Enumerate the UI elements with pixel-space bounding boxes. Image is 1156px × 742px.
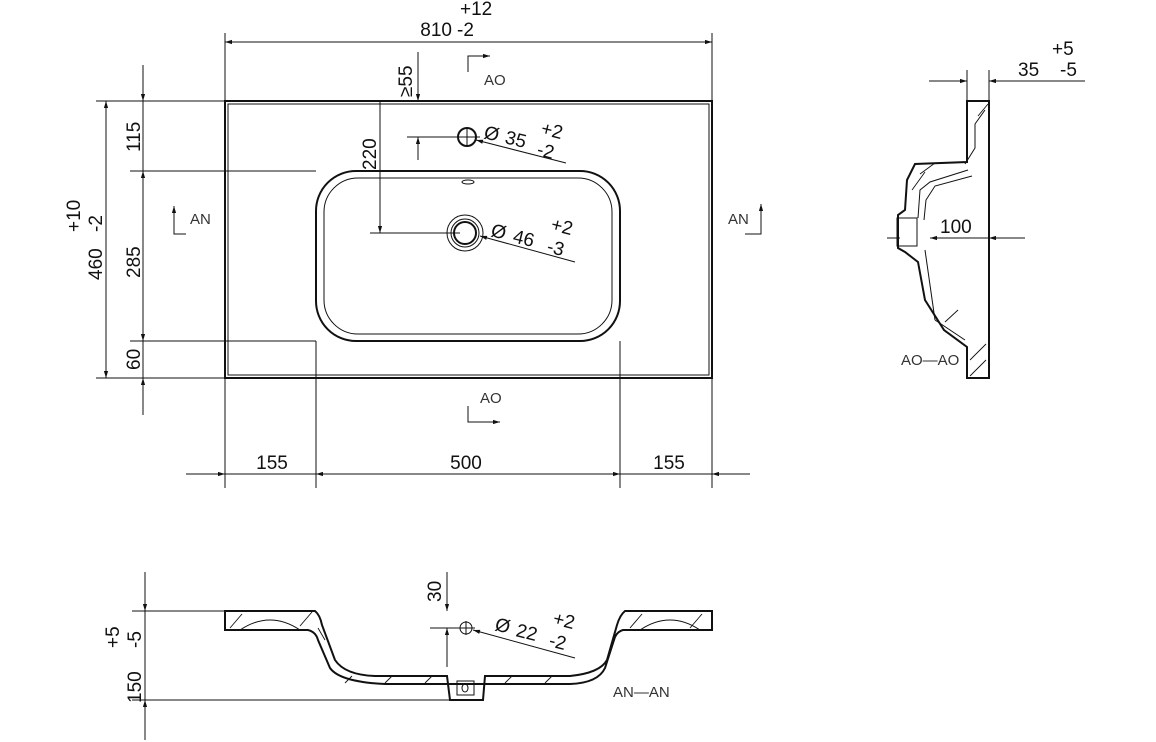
tap-dia-value: 35 <box>503 127 529 152</box>
width-tol-plus: +12 <box>460 0 492 20</box>
section-mark-ao-top: AO <box>467 53 506 89</box>
depth-seg-2: 285 <box>124 246 145 278</box>
width-tol-minus: -2 <box>457 20 474 41</box>
side-section: 35 -5 +5 100 AO—AO <box>887 39 1085 379</box>
drain-depth-value: 100 <box>940 217 972 238</box>
section-mark-an-right: AN <box>728 204 764 235</box>
section-label-an: AN—AN <box>613 684 670 701</box>
side-profile <box>897 100 990 379</box>
svg-text:AO: AO <box>480 390 502 407</box>
depth-seg-3: 60 <box>124 349 145 370</box>
overflow-dia-symbol: Ø <box>493 614 513 638</box>
section-mark-ao-bottom: AO <box>467 390 502 425</box>
section-label-ao: AO—AO <box>901 352 959 369</box>
front-profile <box>224 610 713 701</box>
rim-tol-plus: +5 <box>1052 39 1074 60</box>
basin-outline <box>224 100 713 379</box>
drain-dia-symbol: Ø <box>489 220 509 244</box>
rim-value: 35 <box>1018 60 1039 81</box>
width-seg-1: 155 <box>256 453 288 474</box>
svg-text:AN: AN <box>728 211 749 228</box>
overflow-slot <box>461 179 475 185</box>
depth-seg-1: 115 <box>124 122 145 152</box>
overflow-tol-plus: +2 <box>551 608 577 634</box>
tap-dia-symbol: Ø <box>482 122 502 146</box>
tap-to-drain: 220 <box>360 138 381 170</box>
rim-tol-minus: -5 <box>1060 60 1077 81</box>
tap-tol-minus: -2 <box>535 139 556 163</box>
front-section: 150 -5 +5 30 Ø 22 +2 -2 AN—AN <box>103 572 713 740</box>
tap-tol-plus: +2 <box>539 118 565 144</box>
drain-dia-value: 46 <box>511 226 537 251</box>
depth-value: 460 <box>86 248 107 280</box>
width-seg-3: 155 <box>653 453 685 474</box>
width-value: 810 <box>420 20 452 41</box>
bowl-outline <box>315 170 621 342</box>
svg-text:AO: AO <box>484 72 506 89</box>
height-value: 150 <box>125 671 146 703</box>
depth-tol-plus: +10 <box>64 200 85 232</box>
svg-text:AN: AN <box>190 211 211 228</box>
drain-tol-plus: +2 <box>549 214 575 240</box>
tap-edge-min: ≥55 <box>396 65 417 97</box>
overflow-hole <box>459 621 473 635</box>
section-mark-an-left: AN <box>171 206 211 235</box>
width-seg-2: 500 <box>450 453 482 474</box>
height-tol-plus: +5 <box>103 626 124 648</box>
overflow-tol-minus: -2 <box>547 630 568 654</box>
depth-tol-minus: -2 <box>86 215 107 232</box>
height-tol-minus: -5 <box>125 631 146 648</box>
drain-tol-minus: -3 <box>545 236 566 260</box>
overflow-offset: 30 <box>425 581 446 602</box>
top-view: 810 -2 +12 ≥55 220 Ø 35 +2 -2 Ø 46 +2 -3… <box>64 0 764 488</box>
tap-hole <box>407 127 480 147</box>
overflow-dia-value: 22 <box>514 620 540 645</box>
